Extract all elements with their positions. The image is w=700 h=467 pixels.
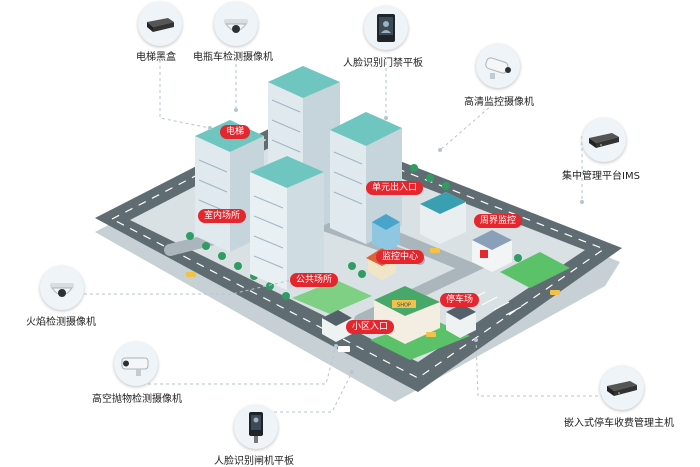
- face-door-tablet-device: [364, 6, 408, 50]
- building-tower-4: [250, 156, 324, 290]
- shop-sign: SHOP: [397, 303, 411, 309]
- server-icon: [589, 133, 619, 148]
- parking-host-label: 嵌入式停车收费管理主机: [564, 418, 674, 429]
- ebike-camera-device: [214, 2, 258, 46]
- zone-tag-unit-entrance: 单元出入口: [366, 181, 424, 195]
- face-tablet-icon: [377, 14, 395, 42]
- zone-tag-indoor: 室内场所: [198, 209, 247, 223]
- ims-platform-device: [582, 118, 626, 162]
- elevator-box-label: 电梯黑盒: [136, 52, 176, 63]
- parking-booth: [446, 304, 476, 338]
- zone-tag-perimeter: 周界监控: [474, 214, 523, 228]
- fire-camera-label: 火焰检测摄像机: [26, 317, 96, 328]
- elevator-box-device: [138, 2, 182, 46]
- unit-gazebo: [372, 214, 400, 252]
- perimeter-office: [420, 192, 466, 244]
- grass-patch-3: [292, 280, 372, 314]
- grass-patch-1: [370, 318, 470, 360]
- zone-tag-elevator: 电梯: [220, 125, 251, 139]
- face-tablet-icon: [249, 412, 263, 443]
- zone-tag-monitor-center: 监控中心: [376, 250, 425, 264]
- face-door-tablet-label: 人脸识别门禁平板: [343, 58, 423, 69]
- dome-camera-icon: [50, 283, 74, 297]
- black-box-icon: [147, 18, 174, 32]
- parking-host-device: [600, 366, 644, 410]
- ims-platform-label: 集中管理平台IMS: [562, 171, 640, 182]
- zone-tag-public-area: 公共场所: [290, 273, 339, 287]
- bullet-camera-icon: [485, 57, 511, 79]
- hd-camera-label: 高清监控摄像机: [464, 97, 534, 108]
- ebike-camera-label: 电瓶车检测摄像机: [193, 52, 273, 63]
- throw-camera-label: 高空抛物检测摄像机: [92, 394, 182, 405]
- zone-tag-parking: 停车场: [440, 293, 480, 307]
- entrance-gatehouse: [322, 310, 352, 342]
- dome-camera-icon: [224, 19, 248, 33]
- throw-camera-device: [114, 342, 158, 386]
- leader-lines: [84, 58, 604, 413]
- server-icon: [607, 381, 637, 396]
- face-gate-tablet-device: [234, 405, 278, 449]
- hd-camera-device: [476, 44, 520, 88]
- grass-patch-2: [500, 252, 570, 288]
- vehicles: [186, 248, 560, 352]
- fire-camera-device: [40, 266, 84, 310]
- face-gate-tablet-label: 人脸识别闸机平板: [214, 456, 294, 467]
- monitor-center-building: [472, 230, 512, 272]
- window-stripes: [198, 99, 363, 269]
- zone-tag-community-entrance: 小区入口: [346, 320, 395, 334]
- bullet-camera-icon: [121, 357, 149, 376]
